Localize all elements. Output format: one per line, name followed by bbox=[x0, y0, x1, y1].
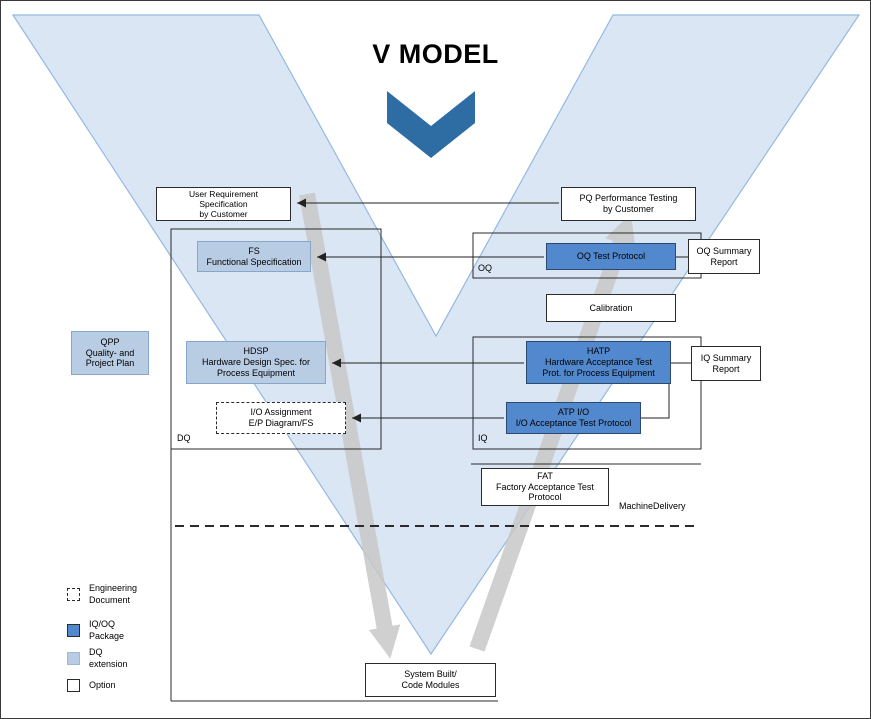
calibration-box: Calibration bbox=[546, 294, 676, 322]
hatp-box: HATP Hardware Acceptance Test Prot. for … bbox=[526, 341, 671, 384]
legend-item-option: Option bbox=[67, 679, 116, 692]
containers bbox=[170, 228, 702, 702]
legend-label: IQ/OQ Package bbox=[89, 619, 125, 641]
atp-io-box: ATP I/O I/O Acceptance Test Protocol bbox=[506, 402, 641, 434]
legend-item-iq-oq-package: IQ/OQ Package bbox=[67, 619, 124, 642]
user-requirement-spec-box: User Requirement Specification by Custom… bbox=[156, 187, 291, 221]
engineering-document-swatch-icon bbox=[67, 588, 80, 602]
legend-item-engineering-document: Engineering Document bbox=[67, 583, 137, 606]
oq-label: OQ bbox=[478, 263, 493, 273]
qpp-box: QPP Quality- and Project Plan bbox=[71, 331, 149, 375]
legend-label: DQ extension bbox=[89, 647, 128, 669]
connectors bbox=[297, 198, 693, 423]
option-swatch-icon bbox=[67, 679, 80, 692]
iq-oq-package-swatch-icon bbox=[67, 624, 80, 638]
v-band-shape bbox=[11, 14, 861, 656]
oq-summary-report-box: OQ Summary Report bbox=[688, 239, 760, 274]
iq-summary-report-box: IQ Summary Report bbox=[691, 346, 761, 381]
dq-label: DQ bbox=[177, 433, 191, 443]
functional-specification-box: FS Functional Specification bbox=[197, 241, 311, 272]
down-chevron-icon bbox=[387, 91, 475, 158]
iq-container-outline bbox=[472, 336, 702, 450]
dq-extension-swatch-icon bbox=[67, 652, 80, 666]
machine-delivery-label: MachineDelivery bbox=[619, 501, 686, 511]
legend-label: Engineering Document bbox=[89, 583, 138, 605]
hdsp-box: HDSP Hardware Design Spec. for Process E… bbox=[186, 341, 326, 384]
iq-label: IQ bbox=[478, 433, 488, 443]
oq-test-protocol-box: OQ Test Protocol bbox=[546, 243, 676, 270]
page-title: V MODEL bbox=[372, 39, 499, 69]
io-assignment-box: I/O Assignment E/P Diagram/FS bbox=[216, 402, 346, 434]
system-built-box: System Built/ Code Modules bbox=[365, 663, 496, 697]
left-flow-arrow bbox=[299, 192, 401, 659]
legend-label: Option bbox=[89, 679, 116, 690]
fat-box: FAT Factory Acceptance Test Protocol bbox=[481, 468, 609, 506]
dq-container-outline bbox=[170, 228, 382, 450]
pq-performance-testing-box: PQ Performance Testing by Customer bbox=[561, 187, 696, 221]
legend-item-dq-extension: DQ extension bbox=[67, 647, 128, 670]
